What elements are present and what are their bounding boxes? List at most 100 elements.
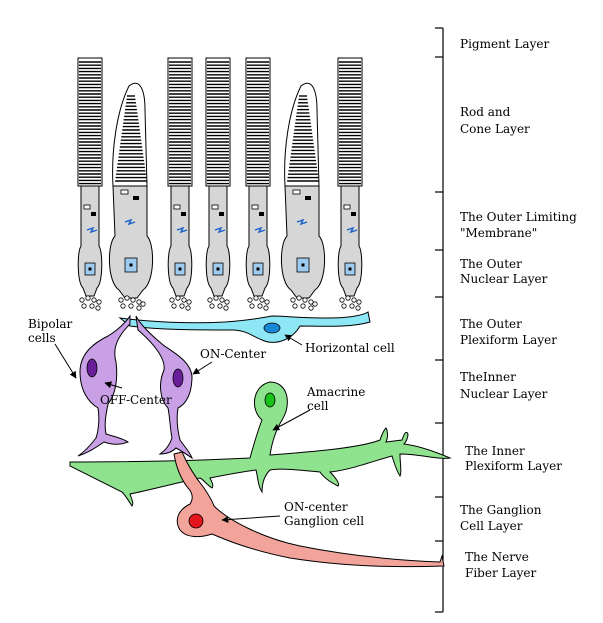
golgi — [254, 226, 266, 234]
rod-outer-segment — [77, 57, 103, 187]
layer-outer-plexiform-label-1: The Outer — [460, 317, 522, 331]
layer-outer-plexiform-label-2: Plexiform Layer — [460, 333, 557, 347]
svg-text:Rod and: Rod and — [460, 105, 511, 119]
on-bipolar-nucleus — [172, 368, 184, 388]
svg-text:Plexiform Layer: Plexiform Layer — [465, 459, 562, 473]
golgi — [214, 226, 226, 234]
svg-text:The Inner: The Inner — [465, 444, 525, 458]
rod-outer-segment — [337, 57, 363, 187]
cone-nucleolus — [129, 263, 133, 267]
rod-nucleolus — [348, 267, 352, 271]
rod-cell — [205, 57, 231, 311]
synaptic-vesicle — [120, 303, 126, 309]
cone-inner-segment — [281, 185, 325, 299]
synaptic-vesicle — [264, 299, 270, 305]
synaptic-vesicle — [223, 305, 229, 311]
svg-text:Cone Layer: Cone Layer — [460, 122, 530, 136]
synaptic-vesicle — [351, 297, 357, 303]
synaptic-vesicle — [175, 295, 181, 301]
synaptic-vesicle — [290, 297, 296, 303]
bipolar-label-line-1: Bipolar — [28, 317, 73, 331]
cell-labels: Bipolar cells ON-Center OFF-Center Horiz… — [28, 317, 395, 528]
bipolar-cell-off — [77, 314, 131, 457]
synaptic-vesicle — [345, 295, 351, 301]
layer-outer-limiting-label-1: The Outer Limiting — [460, 210, 577, 224]
rod-outer-segment — [205, 57, 231, 187]
synaptic-vesicle — [355, 305, 361, 311]
rod-inner-segment — [337, 185, 363, 297]
synaptic-vesicle — [249, 303, 255, 309]
synaptic-vesicle — [136, 299, 142, 305]
svg-text:The Outer: The Outer — [460, 317, 522, 331]
svg-text:"Membrane": "Membrane" — [460, 226, 537, 240]
svg-text:TheInner: TheInner — [460, 370, 516, 384]
cone-cell — [109, 82, 153, 311]
synaptic-vesicle — [130, 297, 136, 303]
synaptic-vesicle — [341, 303, 347, 309]
off-bipolar-nucleus — [86, 358, 98, 378]
mitochondrion — [251, 204, 259, 210]
synaptic-vesicle — [186, 299, 192, 305]
synaptic-vesicle — [247, 297, 253, 303]
synaptic-vesicle — [140, 301, 146, 307]
synaptic-vesicle — [219, 297, 225, 303]
synaptic-vesicle — [253, 295, 259, 301]
synaptic-vesicle — [79, 297, 85, 303]
horizontal-cell-label: Horizontal cell — [305, 341, 395, 355]
amacrine-label-line-2: cell — [307, 399, 329, 413]
synaptic-vesicle — [213, 295, 219, 301]
svg-text:The Outer: The Outer — [460, 257, 522, 271]
synaptic-vesicle — [257, 303, 263, 309]
layer-inner-plexiform-label-2: Plexiform Layer — [465, 459, 562, 473]
svg-text:Cell Layer: Cell Layer — [460, 519, 523, 533]
synaptic-vesicle — [89, 303, 95, 309]
rod-outer-segment — [167, 57, 193, 187]
synaptic-vesicle — [217, 303, 223, 309]
golgi — [176, 226, 188, 234]
svg-text:Pigment Layer: Pigment Layer — [460, 37, 549, 51]
synaptic-vesicle — [308, 299, 314, 305]
synaptic-vesicle — [124, 295, 130, 301]
rod-nucleolus — [256, 267, 260, 271]
synaptic-vesicle — [209, 303, 215, 309]
photoreceptor-group — [77, 57, 363, 311]
layer-outer-limiting-label-2: "Membrane" — [460, 226, 537, 240]
mitochondrion — [133, 196, 139, 200]
mitochondrion — [343, 204, 351, 210]
synaptic-vesicle — [185, 305, 191, 311]
synaptic-vesicle — [207, 297, 213, 303]
layer-outer-nuclear-label-1: The Outer — [460, 257, 522, 271]
rod-cell — [245, 57, 271, 311]
on-center-label: ON-Center — [200, 347, 266, 361]
mitochondrion — [292, 189, 301, 195]
svg-text:Fiber Layer: Fiber Layer — [465, 566, 537, 580]
mitochondrion — [173, 204, 181, 210]
golgi — [296, 218, 308, 226]
svg-text:The Ganglion: The Ganglion — [460, 503, 542, 517]
leader-arrows — [54, 334, 311, 524]
rod-nucleolus — [88, 267, 92, 271]
layer-ganglion-label-1: The Ganglion — [460, 503, 542, 517]
rod-cell — [167, 57, 193, 311]
mitochondrion — [211, 204, 219, 210]
amacrine-label-line-1: Amacrine — [306, 385, 365, 399]
rod-cell — [337, 57, 363, 311]
svg-text:The Outer Limiting: The Outer Limiting — [460, 210, 577, 224]
layer-outer-nuclear-label-2: Nuclear Layer — [460, 272, 548, 286]
mitochondrion — [83, 204, 91, 210]
layer-rod-cone-label-1: Rod and — [460, 105, 511, 119]
amacrine-cell-nucleus — [264, 392, 276, 408]
synaptic-vesicle — [118, 297, 124, 303]
golgi — [346, 226, 358, 234]
cone-nucleolus — [301, 263, 305, 267]
layer-rod-cone-label-2: Cone Layer — [460, 122, 530, 136]
synaptic-vesicle — [292, 303, 298, 309]
layer-nerve-fiber-label-2: Fiber Layer — [465, 566, 537, 580]
synaptic-vesicle — [81, 303, 87, 309]
synaptic-vesicle — [136, 305, 142, 311]
synaptic-vesicle — [128, 303, 134, 309]
golgi — [86, 226, 98, 234]
cone-inner-segment — [109, 185, 153, 299]
layer-inner-plexiform-label-1: The Inner — [465, 444, 525, 458]
